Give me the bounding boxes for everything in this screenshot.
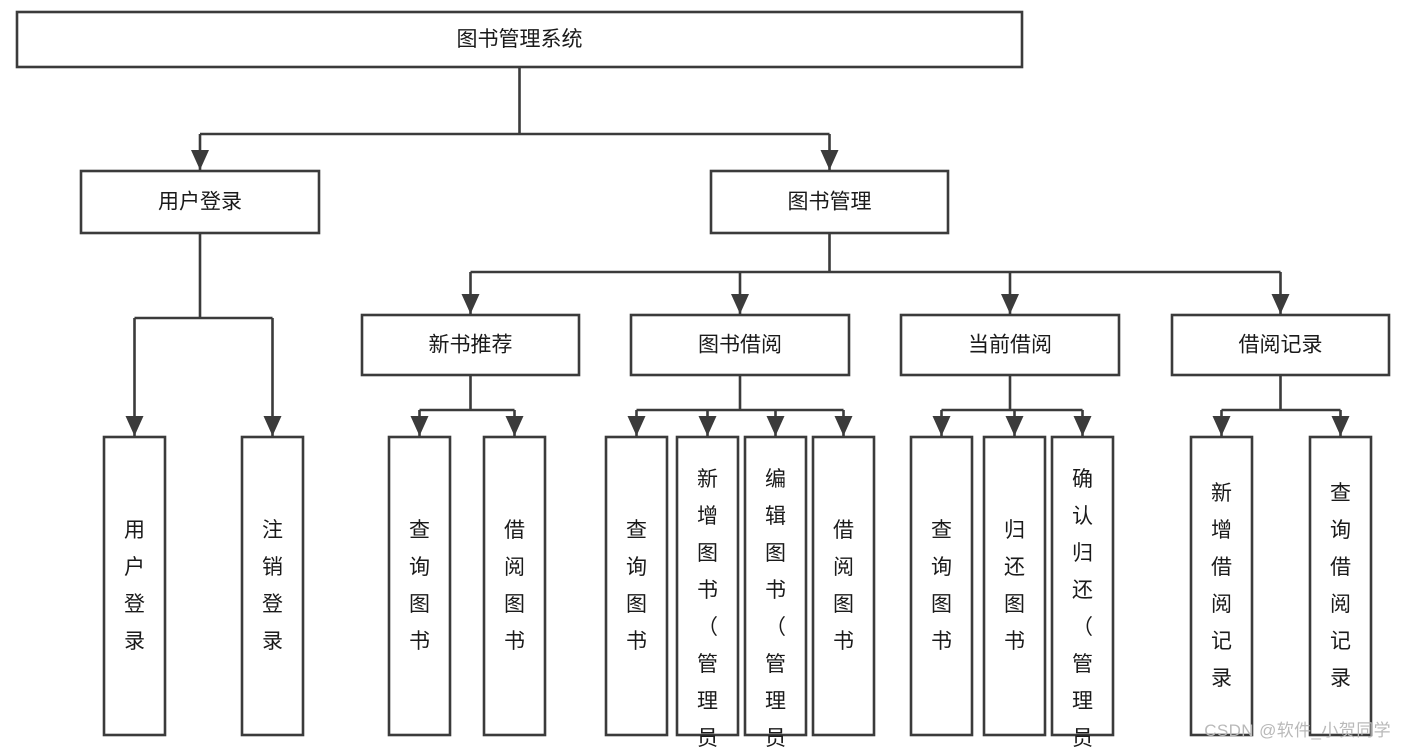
node-leaf-leaf-confirm-return-admin[interactable]: 确认归还（管理员） bbox=[1050, 435, 1115, 747]
node-leaf-leaf-query-book-3-label: 查询图书 bbox=[931, 519, 952, 653]
node-leaf-leaf-edit-book-admin-box[interactable] bbox=[743, 435, 808, 737]
node-level2-book-manage[interactable]: 图书管理 bbox=[709, 169, 950, 235]
arrow-head-icon bbox=[766, 416, 785, 436]
node-leaf-leaf-borrow-book-2-label: 借阅图书 bbox=[833, 519, 854, 653]
node-leaf-leaf-borrow-book-2[interactable]: 借阅图书 bbox=[811, 435, 876, 737]
node-root-system-label: 图书管理系统 bbox=[457, 28, 583, 51]
nodes-layer: 图书管理系统用户登录图书管理新书推荐图书借阅当前借阅借阅记录用户登录注销登录查询… bbox=[15, 10, 1391, 747]
arrow-head-icon bbox=[125, 416, 144, 436]
node-level3-book-borrow-label: 图书借阅 bbox=[698, 334, 782, 357]
arrow-head-icon bbox=[1073, 416, 1092, 436]
arrow-head-icon bbox=[263, 416, 282, 436]
node-leaf-leaf-add-book-admin-box[interactable] bbox=[675, 435, 740, 737]
node-level3-new-book-rec-box[interactable] bbox=[360, 313, 581, 377]
node-leaf-leaf-query-book-2[interactable]: 查询图书 bbox=[604, 435, 669, 737]
node-level2-book-manage-box[interactable] bbox=[709, 169, 950, 235]
node-leaf-leaf-query-book-1-box[interactable] bbox=[387, 435, 452, 737]
node-leaf-leaf-borrow-book-1-box[interactable] bbox=[482, 435, 547, 737]
node-leaf-leaf-query-borrow-record-label: 查询借阅记录 bbox=[1330, 482, 1351, 690]
node-leaf-leaf-query-book-1[interactable]: 查询图书 bbox=[387, 435, 452, 737]
node-leaf-leaf-return-book-box[interactable] bbox=[982, 435, 1047, 737]
node-level3-borrow-record-label: 借阅记录 bbox=[1239, 334, 1323, 357]
node-root-system-box[interactable] bbox=[15, 10, 1024, 69]
node-leaf-leaf-add-borrow-record[interactable]: 新增借阅记录 bbox=[1189, 435, 1254, 737]
arrow-head-icon bbox=[834, 416, 853, 436]
node-leaf-leaf-return-book-label: 归还图书 bbox=[1004, 519, 1025, 653]
arrow-head-icon bbox=[1212, 416, 1231, 436]
arrow-head-icon bbox=[820, 150, 839, 170]
node-leaf-leaf-query-book-3-box[interactable] bbox=[909, 435, 974, 737]
node-level2-user-login-box[interactable] bbox=[79, 169, 321, 235]
node-leaf-leaf-return-book[interactable]: 归还图书 bbox=[982, 435, 1047, 737]
node-leaf-leaf-borrow-book-1-label: 借阅图书 bbox=[504, 519, 525, 653]
arrow-head-icon bbox=[731, 294, 749, 314]
node-leaf-leaf-confirm-return-admin-box[interactable] bbox=[1050, 435, 1115, 737]
node-leaf-leaf-logout-login-label: 注销登录 bbox=[262, 519, 283, 653]
arrow-head-icon bbox=[410, 416, 429, 436]
arrow-head-icon bbox=[698, 416, 717, 436]
arrow-head-icon bbox=[627, 416, 646, 436]
arrow-head-icon bbox=[191, 150, 209, 170]
node-level3-book-borrow[interactable]: 图书借阅 bbox=[629, 313, 851, 377]
node-leaf-leaf-query-book-3[interactable]: 查询图书 bbox=[909, 435, 974, 737]
arrow-head-icon bbox=[1331, 416, 1350, 436]
edges-layer bbox=[125, 67, 1350, 436]
node-level2-user-login-label: 用户登录 bbox=[158, 191, 242, 214]
node-leaf-leaf-add-borrow-record-box[interactable] bbox=[1189, 435, 1254, 737]
node-leaf-leaf-query-borrow-record-box[interactable] bbox=[1308, 435, 1373, 737]
node-leaf-leaf-user-login[interactable]: 用户登录 bbox=[102, 435, 167, 737]
node-level3-new-book-rec-label: 新书推荐 bbox=[429, 334, 513, 357]
node-level3-current-borrow[interactable]: 当前借阅 bbox=[899, 313, 1121, 377]
node-leaf-leaf-confirm-return-admin-label: 确认归还（管理员） bbox=[1072, 468, 1093, 747]
node-leaf-leaf-query-book-2-box[interactable] bbox=[604, 435, 669, 737]
node-leaf-leaf-edit-book-admin[interactable]: 编辑图书（管理员） bbox=[743, 435, 808, 747]
node-leaf-leaf-user-login-box[interactable] bbox=[102, 435, 167, 737]
node-level3-current-borrow-box[interactable] bbox=[899, 313, 1121, 377]
node-leaf-leaf-borrow-book-1[interactable]: 借阅图书 bbox=[482, 435, 547, 737]
node-level3-borrow-record[interactable]: 借阅记录 bbox=[1170, 313, 1391, 377]
node-leaf-leaf-query-book-2-label: 查询图书 bbox=[626, 519, 647, 653]
arrow-head-icon bbox=[505, 416, 524, 436]
node-level2-book-manage-label: 图书管理 bbox=[788, 191, 872, 214]
node-level3-new-book-rec[interactable]: 新书推荐 bbox=[360, 313, 581, 377]
node-level3-book-borrow-box[interactable] bbox=[629, 313, 851, 377]
node-leaf-leaf-edit-book-admin-label: 编辑图书（管理员） bbox=[765, 468, 786, 747]
arrow-head-icon bbox=[461, 294, 480, 314]
node-leaf-leaf-user-login-label: 用户登录 bbox=[124, 519, 145, 653]
node-leaf-leaf-logout-login-box[interactable] bbox=[240, 435, 305, 737]
arrow-head-icon bbox=[1001, 294, 1019, 314]
node-leaf-leaf-query-borrow-record[interactable]: 查询借阅记录 bbox=[1308, 435, 1373, 737]
node-level2-user-login[interactable]: 用户登录 bbox=[79, 169, 321, 235]
node-leaf-leaf-add-book-admin[interactable]: 新增图书（管理员） bbox=[675, 435, 740, 747]
arrow-head-icon bbox=[932, 416, 951, 436]
arrow-head-icon bbox=[1005, 416, 1024, 436]
node-leaf-leaf-query-book-1-label: 查询图书 bbox=[409, 519, 430, 653]
node-root-system[interactable]: 图书管理系统 bbox=[15, 10, 1024, 69]
node-level3-current-borrow-label: 当前借阅 bbox=[968, 334, 1052, 357]
node-leaf-leaf-add-borrow-record-label: 新增借阅记录 bbox=[1211, 482, 1232, 690]
node-leaf-leaf-logout-login[interactable]: 注销登录 bbox=[240, 435, 305, 737]
arrow-head-icon bbox=[1271, 294, 1290, 314]
node-leaf-leaf-borrow-book-2-box[interactable] bbox=[811, 435, 876, 737]
node-leaf-leaf-add-book-admin-label: 新增图书（管理员） bbox=[697, 468, 718, 747]
node-level3-borrow-record-box[interactable] bbox=[1170, 313, 1391, 377]
